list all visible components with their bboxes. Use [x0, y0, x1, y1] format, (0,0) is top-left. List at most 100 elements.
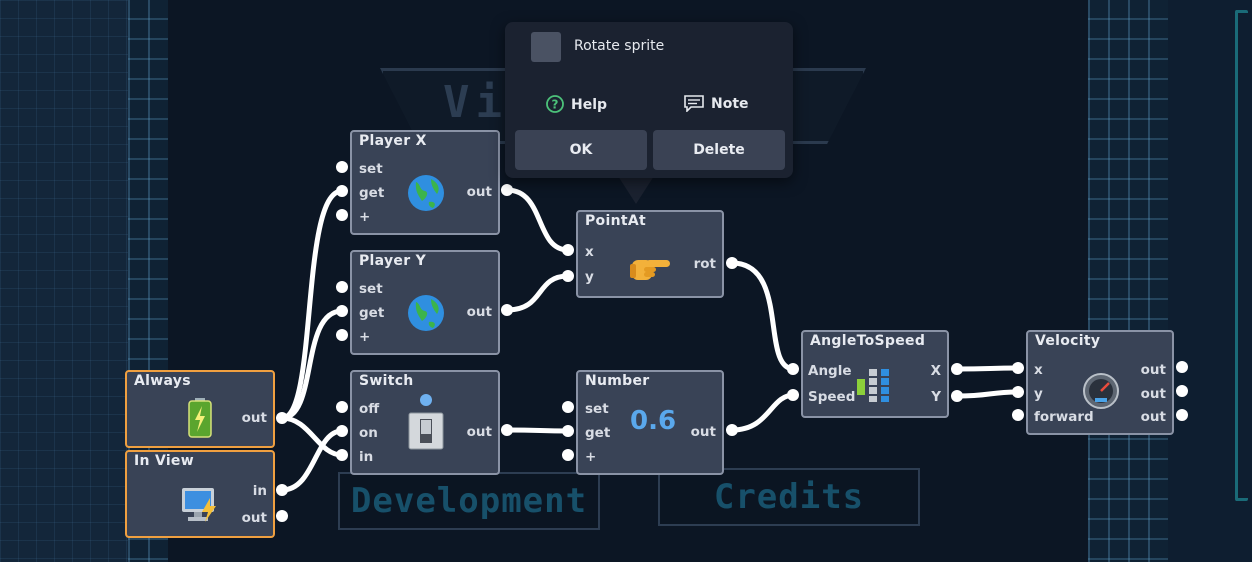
port-label-y: y	[585, 269, 594, 285]
port-in-forward[interactable]	[1012, 409, 1024, 421]
port-out[interactable]	[1176, 361, 1188, 373]
port-label-y: y	[1034, 386, 1043, 402]
earth-globe-icon	[408, 295, 444, 331]
port-out[interactable]	[726, 424, 738, 436]
speedometer-icon	[1083, 373, 1119, 409]
port-label-get: get	[359, 185, 385, 201]
port-out[interactable]	[501, 184, 513, 196]
port-label-x: x	[1034, 362, 1043, 378]
port-in-get[interactable]	[562, 425, 574, 437]
port-label-plus: +	[359, 329, 371, 345]
node-title: AngleToSpeed	[810, 333, 926, 349]
port-in-on[interactable]	[336, 425, 348, 437]
port-label-out: out	[1140, 386, 1166, 402]
port-in-x[interactable]	[562, 244, 574, 256]
wire	[504, 187, 571, 253]
scroll-edge	[1235, 10, 1248, 501]
circuit-pattern-right	[1088, 0, 1168, 562]
port-in-plus[interactable]	[336, 209, 348, 221]
port-in-set[interactable]	[336, 161, 348, 173]
wire	[954, 365, 1021, 372]
port-label-out: out	[241, 510, 267, 526]
port-in-get[interactable]	[336, 185, 348, 197]
node-title: Player X	[359, 133, 427, 149]
node-title: PointAt	[585, 213, 646, 229]
number-value[interactable]: 0.6	[630, 406, 677, 436]
node-velocity[interactable]: Velocity x y forward out out out	[1026, 330, 1174, 435]
port-label-y: Y	[931, 389, 941, 405]
node-title: In View	[134, 453, 194, 469]
node-in-view[interactable]: In View in out	[125, 450, 275, 538]
sprite-thumbnail[interactable]	[531, 32, 561, 62]
sprite-name[interactable]: Rotate sprite	[574, 38, 665, 54]
node-switch[interactable]: Switch off on in out	[350, 370, 500, 475]
port-in-x[interactable]	[1012, 362, 1024, 374]
port-label-speed: Speed	[808, 389, 856, 405]
port-label-off: off	[359, 401, 380, 417]
port-out-y[interactable]	[951, 390, 963, 402]
status-indicator	[420, 394, 432, 406]
port-label-in: in	[252, 483, 267, 499]
port-in-angle[interactable]	[787, 363, 799, 375]
port-label-out: out	[241, 410, 267, 426]
help-label: Help	[571, 97, 608, 113]
battery-icon	[188, 398, 212, 438]
wire	[279, 415, 345, 458]
port-out-x[interactable]	[951, 363, 963, 375]
port-out[interactable]	[1176, 409, 1188, 421]
port-label-set: set	[585, 401, 609, 417]
port-in-get[interactable]	[336, 305, 348, 317]
port-label-rot: rot	[693, 256, 716, 272]
port-in-off[interactable]	[336, 401, 348, 413]
monitor-bolt-icon	[182, 488, 216, 522]
port-out[interactable]	[276, 412, 288, 424]
node-point-at[interactable]: PointAt x y rot	[576, 210, 724, 298]
port-out[interactable]	[501, 304, 513, 316]
port-out[interactable]	[276, 510, 288, 522]
port-in-plus[interactable]	[562, 449, 574, 461]
help-icon: ?	[546, 95, 564, 113]
port-out-rot[interactable]	[726, 257, 738, 269]
port-label-out: out	[690, 424, 716, 440]
node-player-x[interactable]: Player X set get + out	[350, 130, 500, 235]
port-label-set: set	[359, 161, 383, 177]
ok-button[interactable]: OK	[515, 130, 647, 170]
port-out[interactable]	[1176, 385, 1188, 397]
port-in-y[interactable]	[1012, 386, 1024, 398]
port-in[interactable]	[276, 484, 288, 496]
credits-label: Credits	[713, 477, 865, 517]
port-label-out: out	[466, 184, 492, 200]
node-angle-to-speed[interactable]: AngleToSpeed Angle Speed X Y	[801, 330, 949, 418]
port-label-forward: forward	[1034, 409, 1094, 425]
note-button[interactable]: Note	[683, 94, 749, 113]
wire	[279, 308, 345, 421]
earth-globe-icon	[408, 175, 444, 211]
grid-background	[0, 0, 128, 562]
port-out[interactable]	[501, 424, 513, 436]
credits-menu-button[interactable]: Credits	[658, 468, 920, 526]
delete-button[interactable]: Delete	[653, 130, 785, 170]
popup-pointer	[618, 176, 654, 204]
pointing-hand-icon	[630, 260, 670, 280]
port-in-set[interactable]	[336, 281, 348, 293]
wire	[504, 427, 571, 434]
port-in-set[interactable]	[562, 401, 574, 413]
toggle-switch-icon	[408, 412, 444, 450]
node-player-y[interactable]: Player Y set get + out	[350, 250, 500, 355]
port-label-plus: +	[585, 449, 597, 465]
port-in-in[interactable]	[336, 449, 348, 461]
port-in-y[interactable]	[562, 270, 574, 282]
node-always[interactable]: Always out	[125, 370, 275, 448]
wire	[279, 428, 345, 493]
help-button[interactable]: ? Help	[545, 94, 607, 114]
node-context-popup: Rotate sprite ? Help Note OK Delete	[505, 22, 793, 178]
port-label-out: out	[1140, 409, 1166, 425]
port-in-plus[interactable]	[336, 329, 348, 341]
node-title: Velocity	[1035, 333, 1101, 349]
note-label: Note	[711, 96, 749, 112]
development-label: Development	[350, 481, 588, 521]
port-in-speed[interactable]	[787, 389, 799, 401]
node-number[interactable]: Number set get + out 0.6	[576, 370, 724, 475]
